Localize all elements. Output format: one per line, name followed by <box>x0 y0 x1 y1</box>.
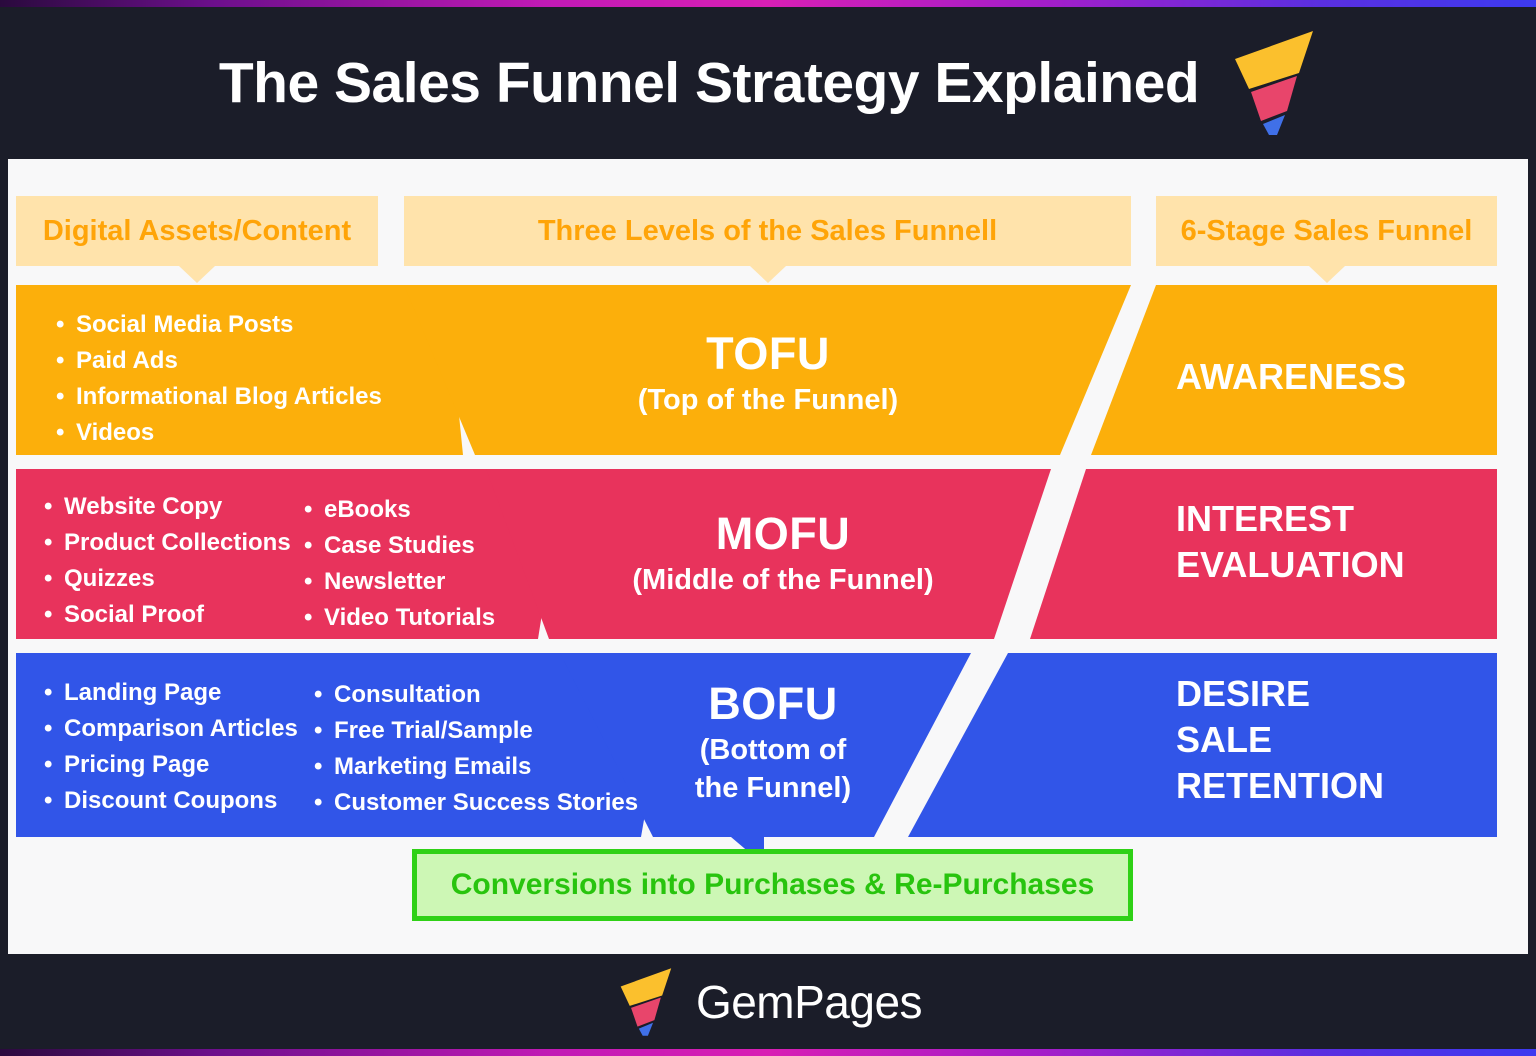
stage-item: SALE <box>1176 719 1273 760</box>
tofu-abbr: TOFU <box>706 328 830 379</box>
stage-item: DESIRE <box>1176 673 1311 714</box>
list-item: Discount Coupons <box>44 783 298 819</box>
list-item: Social Proof <box>44 597 291 633</box>
column-header-assets-label: Digital Assets/Content <box>42 214 352 247</box>
tofu-full: (Top of the Funnel) <box>637 384 899 416</box>
conversions-label: Conversions into Purchases & Re-Purchase… <box>450 868 1095 901</box>
shape-tofu-center <box>404 285 1131 455</box>
mofu-assets-list-col2: eBooks Case Studies Newsletter Video Tut… <box>304 492 495 636</box>
page-title: The Sales Funnel Strategy Explained <box>218 51 1200 115</box>
list-item: Videos <box>56 415 382 451</box>
list-item: Informational Blog Articles <box>56 379 382 415</box>
stage-item: EVALUATION <box>1176 544 1405 585</box>
list-item: Quizzes <box>44 561 291 597</box>
list-item: Case Studies <box>304 528 495 564</box>
list-item: Customer Success Stories <box>314 785 638 821</box>
mofu-stage-list: INTEREST EVALUATION <box>1176 496 1405 588</box>
bofu-stage-list: DESIRE SALE RETENTION <box>1176 671 1384 809</box>
funnel-logo-icon <box>1225 29 1317 137</box>
stage-item: RETENTION <box>1176 765 1385 806</box>
notch-triangle-icon <box>1308 266 1345 283</box>
list-item: Video Tutorials <box>304 600 495 636</box>
stage-item: INTEREST <box>1176 498 1355 539</box>
mofu-level-label: MOFU (Middle of the Funnel) <box>528 507 1038 599</box>
conversions-box: Conversions into Purchases & Re-Purchase… <box>412 849 1133 921</box>
mofu-abbr: MOFU <box>715 508 851 559</box>
list-item: Consultation <box>314 677 638 713</box>
list-item: Paid Ads <box>56 343 382 379</box>
tofu-assets-list: Social Media Posts Paid Ads Informationa… <box>56 307 382 451</box>
list-item: Free Trial/Sample <box>314 713 638 749</box>
diagram-canvas: Digital Assets/Content Three Levels of t… <box>8 159 1528 954</box>
shape-mofu-center <box>486 469 1051 639</box>
bofu-full-line2: the Funnel) <box>694 772 852 804</box>
stage-item: AWARENESS <box>1176 356 1407 397</box>
bofu-full-line1: (Bottom of <box>699 734 847 766</box>
tofu-level-label: TOFU (Top of the Funnel) <box>513 327 1023 419</box>
bottom-gradient-strip <box>0 1049 1536 1056</box>
column-header-stages: 6-Stage Sales Funnel <box>1156 196 1497 283</box>
shape-tofu-stages <box>1091 285 1497 455</box>
list-item: Product Collections <box>44 525 291 561</box>
tofu-stage-list: AWARENESS <box>1176 354 1406 400</box>
shape-bofu-stages <box>908 653 1497 837</box>
list-item: Website Copy <box>44 489 291 525</box>
column-header-stages-label: 6-Stage Sales Funnel <box>1180 214 1473 247</box>
list-item: Newsletter <box>304 564 495 600</box>
top-gradient-strip <box>0 0 1536 7</box>
funnel-logo-icon <box>614 967 674 1037</box>
bofu-level-label: BOFU (Bottom of the Funnel) <box>593 677 953 807</box>
bofu-assets-list-col2: Consultation Free Trial/Sample Marketing… <box>314 677 638 821</box>
bofu-assets-list-col1: Landing Page Comparison Articles Pricing… <box>44 675 298 819</box>
bofu-abbr: BOFU <box>708 678 838 729</box>
shape-bofu-center <box>560 653 971 865</box>
list-item: Pricing Page <box>44 747 298 783</box>
mofu-assets-list-col1: Website Copy Product Collections Quizzes… <box>44 489 291 633</box>
list-item: Marketing Emails <box>314 749 638 785</box>
list-item: Social Media Posts <box>56 307 382 343</box>
list-item: Comparison Articles <box>44 711 298 747</box>
title-bar: The Sales Funnel Strategy Explained <box>8 7 1528 159</box>
notch-triangle-icon <box>749 266 786 283</box>
column-header-levels-label: Three Levels of the Sales Funnell <box>537 214 998 247</box>
mofu-full: (Middle of the Funnel) <box>632 564 934 596</box>
shape-mofu-stages <box>1030 469 1497 639</box>
footer-brand-name: GemPages <box>695 975 923 1028</box>
column-header-levels: Three Levels of the Sales Funnell <box>404 196 1131 283</box>
list-item: Landing Page <box>44 675 298 711</box>
footer-bar: GemPages <box>8 954 1528 1049</box>
column-header-assets: Digital Assets/Content <box>16 196 378 283</box>
list-item: eBooks <box>304 492 495 528</box>
notch-triangle-icon <box>179 266 215 283</box>
